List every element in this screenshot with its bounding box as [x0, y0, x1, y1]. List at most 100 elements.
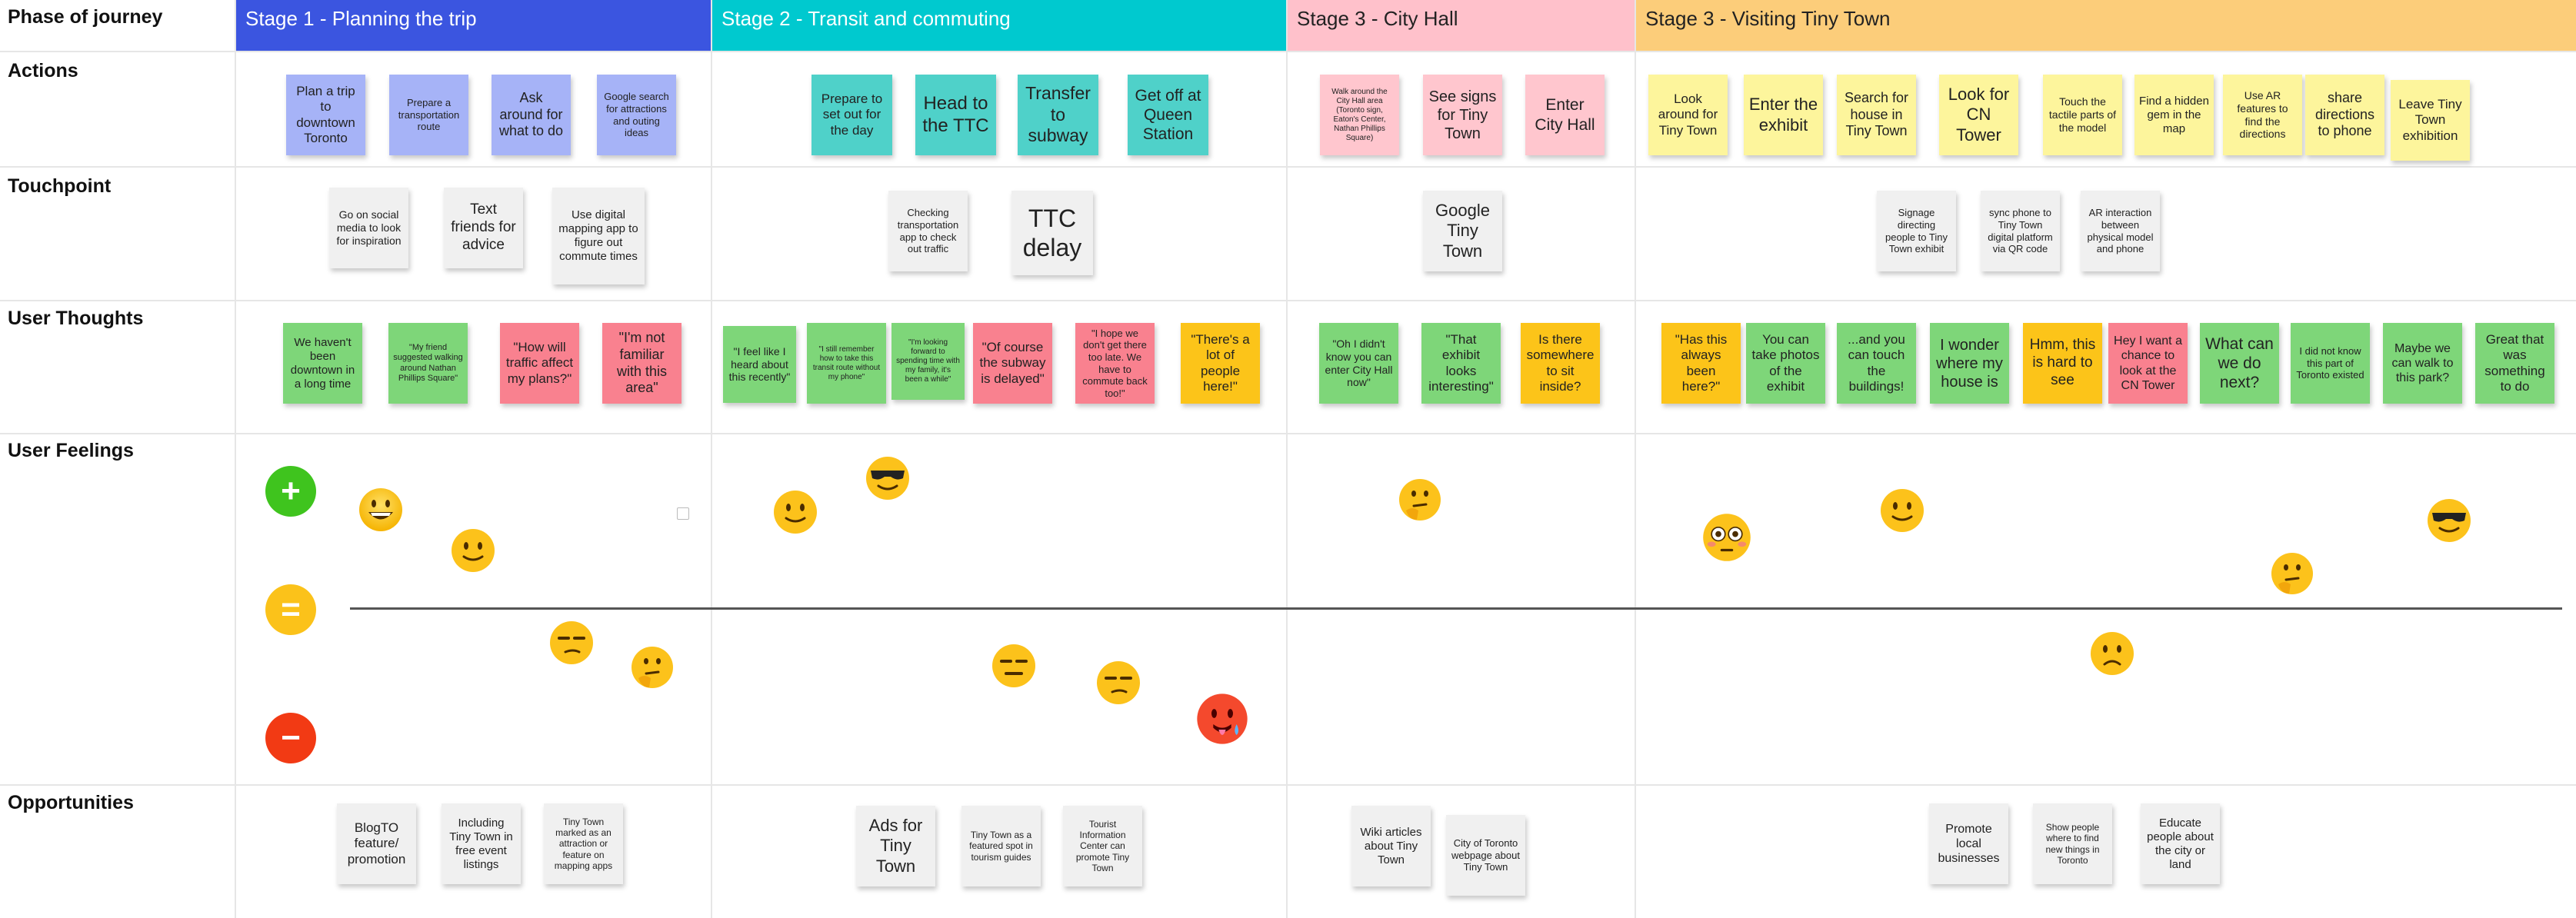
thinking-face-icon [1397, 477, 1443, 523]
grinning-face-icon [358, 487, 404, 533]
column-divider [235, 0, 236, 918]
positive-feeling-marker: + [265, 466, 316, 517]
row-divider [0, 300, 2576, 301]
hot-face-icon [1195, 692, 1249, 746]
row-label-phase: Phase of journey [8, 6, 163, 28]
sticky-note-action[interactable]: Find a hidden gem in the map [2134, 75, 2214, 155]
sticky-note-action[interactable]: Look for CN Tower [1939, 75, 2018, 155]
row-label-opportunities: Opportunities [8, 792, 134, 813]
sticky-note-thought[interactable]: "How will traffic affect my plans?" [500, 323, 579, 404]
frowning-face-icon [2089, 630, 2135, 677]
sticky-note-opportunity[interactable]: Promote local businesses [1929, 803, 2008, 884]
row-label-actions: Actions [8, 60, 78, 81]
sticky-note-action[interactable]: Touch the tactile parts of the model [2043, 75, 2122, 155]
stage-header-planning: Stage 1 - Planning the trip [236, 0, 711, 51]
sticky-note-touchpoint[interactable]: Go on social media to look for inspirati… [329, 188, 408, 268]
sticky-note-thought[interactable]: "Has this always been here?" [1661, 323, 1741, 404]
sticky-note-thought[interactable]: ...and you can touch the buildings! [1837, 323, 1916, 404]
sticky-note-thought[interactable]: You can take photos of the exhibit [1746, 323, 1825, 404]
sticky-note-touchpoint[interactable]: Use digital mapping app to figure out co… [552, 188, 645, 284]
sticky-note-opportunity[interactable]: Ads for Tiny Town [856, 806, 935, 886]
sticky-note-thought[interactable]: Hey I want a chance to look at the CN To… [2108, 323, 2188, 404]
sticky-note-action[interactable]: Use AR features to find the directions [2223, 75, 2302, 155]
neutral-feeling-marker: = [265, 584, 316, 635]
sticky-note-thought[interactable]: Hmm, this is hard to see [2023, 323, 2102, 404]
sticky-note-touchpoint[interactable]: Text friends for advice [444, 188, 523, 268]
sticky-note-action[interactable]: Ask around for what to do [492, 75, 571, 155]
sticky-note-action[interactable]: Look around for Tiny Town [1648, 75, 1728, 155]
sticky-note-action[interactable]: Prepare to set out for the day [811, 75, 892, 155]
smiling-face-with-sunglasses-icon [2426, 497, 2472, 544]
row-divider [0, 166, 2576, 168]
sticky-note-action[interactable]: See signs for Tiny Town [1423, 75, 1502, 155]
row-divider [0, 784, 2576, 786]
sticky-note-thought[interactable]: What can we do next? [2200, 323, 2279, 404]
stage-header-transit: Stage 2 - Transit and commuting [712, 0, 1286, 51]
negative-feeling-marker: − [265, 713, 316, 763]
sticky-note-thought[interactable]: "Of course the subway is delayed" [973, 323, 1052, 404]
sticky-note-thought[interactable]: "That exhibit looks interesting" [1421, 323, 1501, 404]
thinking-face-icon [2269, 550, 2315, 597]
sticky-note-opportunity[interactable]: Tourist Information Center can promote T… [1063, 806, 1142, 886]
flushed-face-icon [1701, 512, 1752, 563]
sticky-note-touchpoint[interactable]: TTC delay [1011, 191, 1093, 275]
sticky-note-thought[interactable]: "I'm looking forward to spending time wi… [891, 323, 965, 400]
sticky-note-thought[interactable]: "I'm not familiar with this area" [602, 323, 681, 404]
expressionless-face-icon [991, 643, 1037, 689]
smiling-face-with-sunglasses-icon [865, 455, 911, 501]
sticky-note-thought[interactable]: We haven't been downtown in a long time [283, 323, 362, 404]
sticky-note-action[interactable]: Enter the exhibit [1744, 75, 1823, 155]
checkbox-icon [677, 507, 689, 520]
sticky-note-action[interactable]: Transfer to subway [1018, 75, 1098, 155]
sticky-note-thought[interactable]: Is there somewhere to sit inside? [1521, 323, 1600, 404]
column-divider [1635, 0, 1636, 918]
sticky-note-action[interactable]: share directions to phone [2305, 75, 2384, 155]
sticky-note-touchpoint[interactable]: AR interaction between physical model an… [2081, 191, 2160, 271]
column-divider [711, 0, 712, 918]
sticky-note-thought[interactable]: "There's a lot of people here!" [1181, 323, 1260, 404]
sticky-note-thought[interactable]: I did not know this part of Toronto exis… [2291, 323, 2370, 404]
sticky-note-action[interactable]: Enter City Hall [1525, 75, 1605, 155]
sticky-note-opportunity[interactable]: BlogTO feature/ promotion [337, 803, 416, 884]
sticky-note-thought[interactable]: "I still remember how to take this trans… [807, 323, 886, 404]
sticky-note-action[interactable]: Head to the TTC [915, 75, 996, 155]
sticky-note-touchpoint[interactable]: Signage directing people to Tiny Town ex… [1877, 191, 1956, 271]
stage-header-city-hall: Stage 3 - City Hall [1288, 0, 1635, 51]
sticky-note-touchpoint[interactable]: Checking transportation app to check out… [888, 191, 968, 271]
column-divider [1286, 0, 1288, 918]
sticky-note-thought[interactable]: "Oh I didn't know you can enter City Hal… [1319, 323, 1398, 404]
sticky-note-action[interactable]: Get off at Queen Station [1128, 75, 1208, 155]
sticky-note-opportunity[interactable]: Wiki articles about Tiny Town [1351, 806, 1431, 886]
sticky-note-action[interactable]: Google search for attractions and outing… [597, 75, 676, 155]
sticky-note-action[interactable]: Plan a trip to downtown Toronto [286, 75, 365, 155]
sticky-note-thought[interactable]: "My friend suggested walking around Nath… [388, 323, 468, 404]
sticky-note-opportunity[interactable]: Tiny Town as a featured spot in tourism … [961, 806, 1041, 886]
slightly-smiling-face-icon [1879, 487, 1925, 534]
row-divider [0, 51, 2576, 52]
sticky-note-opportunity[interactable]: Educate people about the city or land [2141, 803, 2220, 884]
sticky-note-thought[interactable]: "I feel like I heard about this recently… [723, 326, 796, 403]
sticky-note-action[interactable]: Walk around the City Hall area (Toronto … [1320, 75, 1399, 155]
unamused-face-icon [548, 620, 595, 666]
sticky-note-thought[interactable]: Great that was something to do [2475, 323, 2554, 404]
slightly-smiling-face-icon [772, 489, 818, 535]
sticky-note-opportunity[interactable]: City of Toronto webpage about Tiny Town [1446, 815, 1525, 896]
slightly-smiling-face-icon [450, 527, 496, 574]
row-label-thoughts: User Thoughts [8, 308, 144, 329]
sticky-note-opportunity[interactable]: Tiny Town marked as an attraction or fea… [544, 803, 623, 884]
sticky-note-action[interactable]: Prepare a transportation route [389, 75, 468, 155]
stage-header-tiny-town: Stage 3 - Visiting Tiny Town [1636, 0, 2576, 51]
sticky-note-opportunity[interactable]: Show people where to find new things in … [2033, 803, 2112, 884]
unamused-face-icon [1095, 660, 1141, 706]
sticky-note-touchpoint[interactable]: Google Tiny Town [1423, 191, 1502, 271]
sticky-note-thought[interactable]: "I hope we don't get there too late. We … [1075, 323, 1155, 404]
thinking-face-icon [629, 644, 675, 690]
sticky-note-action[interactable]: Search for house in Tiny Town [1837, 75, 1916, 155]
sticky-note-thought[interactable]: I wonder where my house is [1930, 323, 2009, 404]
sticky-note-touchpoint[interactable]: sync phone to Tiny Town digital platform… [1981, 191, 2060, 271]
sticky-note-action[interactable]: Leave Tiny Town exhibition [2391, 80, 2470, 161]
row-label-touchpoint: Touchpoint [8, 175, 112, 197]
sticky-note-thought[interactable]: Maybe we can walk to this park? [2383, 323, 2462, 404]
sticky-note-opportunity[interactable]: Including Tiny Town in free event listin… [442, 803, 521, 884]
